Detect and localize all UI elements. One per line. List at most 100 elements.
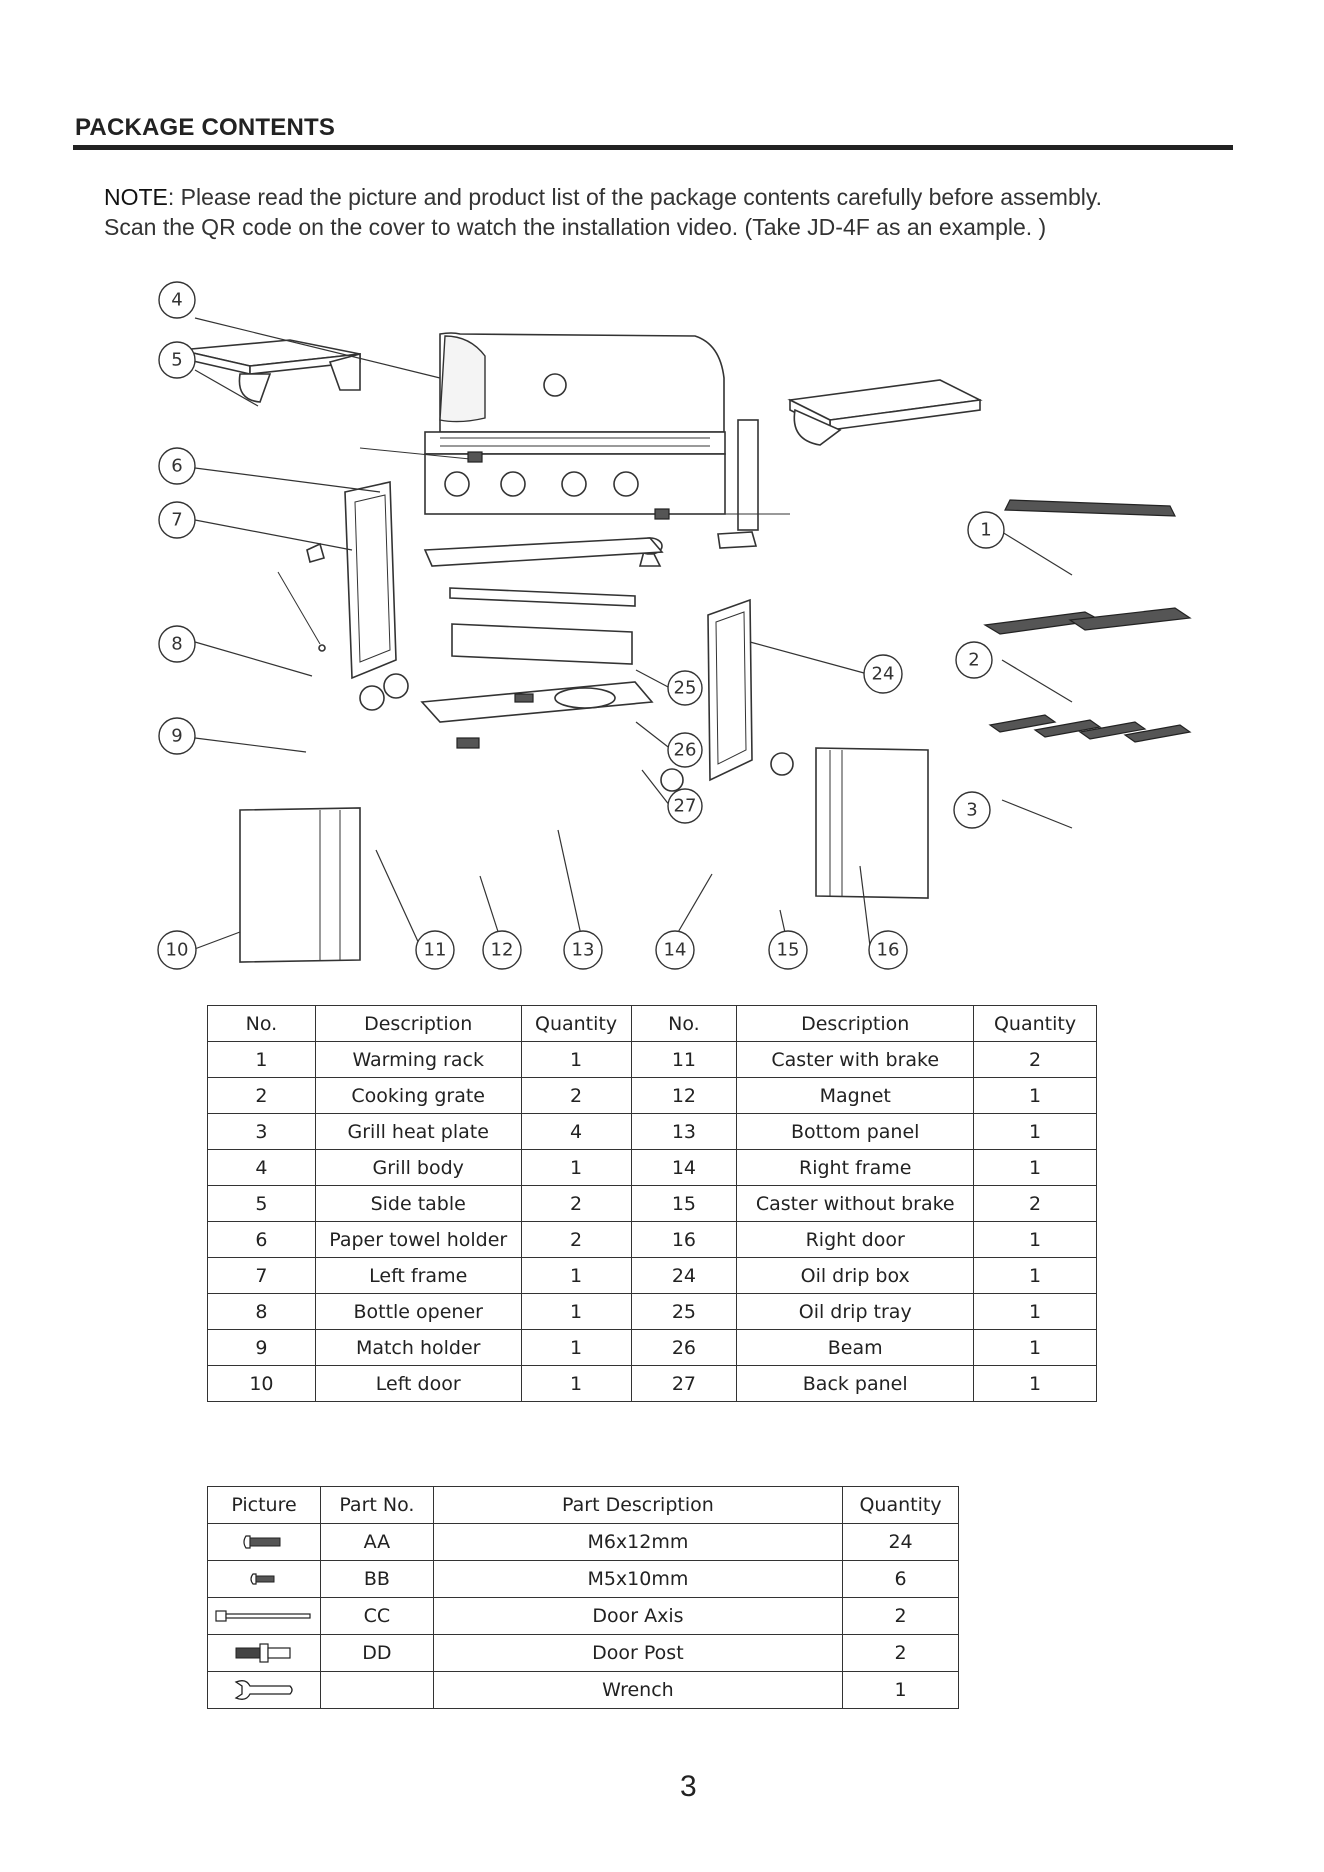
cell: 6 bbox=[842, 1560, 959, 1598]
page-heading: PACKAGE CONTENTS bbox=[75, 114, 336, 141]
cell: Warming rack bbox=[314, 1041, 522, 1078]
cell: Side table bbox=[314, 1185, 522, 1222]
cell: 1 bbox=[520, 1293, 632, 1330]
picture-cell bbox=[207, 1560, 321, 1598]
beam-drawing bbox=[449, 587, 636, 607]
cell: 2 bbox=[520, 1185, 632, 1222]
note-line-2: Scan the QR code on the cover to watch t… bbox=[104, 214, 1047, 240]
svg-text:5: 5 bbox=[171, 350, 182, 371]
callout-9: 9 bbox=[158, 717, 196, 755]
column-header: Quantity bbox=[973, 1005, 1097, 1042]
cell: 1 bbox=[973, 1221, 1097, 1258]
drip-tray-drawing bbox=[423, 537, 664, 567]
cell: Match holder bbox=[314, 1329, 522, 1366]
cell: 6 bbox=[207, 1221, 316, 1258]
svg-text:9: 9 bbox=[171, 726, 182, 747]
svg-text:7: 7 bbox=[171, 510, 182, 531]
door-post-icon bbox=[235, 1643, 291, 1663]
cell: M6x12mm bbox=[432, 1523, 844, 1561]
svg-text:15: 15 bbox=[777, 940, 800, 961]
note-line-1: NOTE: Please read the picture and produc… bbox=[104, 184, 1102, 211]
cell: 2 bbox=[842, 1597, 959, 1635]
note-text-1: : Please read the picture and product li… bbox=[167, 184, 1103, 210]
heat-plate-drawing bbox=[988, 714, 1192, 743]
cell: Door Post bbox=[432, 1634, 844, 1672]
cell: 4 bbox=[207, 1149, 316, 1186]
table-row: AA M6x12mm 24 bbox=[207, 1523, 959, 1561]
cell: 2 bbox=[520, 1077, 632, 1114]
door-axis-icon bbox=[215, 1610, 311, 1622]
towel-holder-drawing bbox=[359, 447, 790, 520]
callout-24: 24 bbox=[863, 654, 903, 694]
callout-group: 4 5 6 7 8 9 10 11 12 13 14 15 16 1 2 3 2… bbox=[157, 281, 1005, 970]
cell: 4 bbox=[520, 1113, 632, 1150]
callout-10: 10 bbox=[157, 930, 197, 970]
svg-text:12: 12 bbox=[491, 940, 514, 961]
exploded-parts-diagram: 4 5 6 7 8 9 10 11 12 13 14 15 16 1 2 3 2… bbox=[157, 281, 1192, 970]
picture-cell bbox=[207, 1597, 321, 1635]
column-header: Description bbox=[736, 1005, 975, 1042]
cell: 1 bbox=[973, 1365, 1097, 1402]
callout-13: 13 bbox=[563, 930, 603, 970]
svg-text:11: 11 bbox=[424, 940, 447, 961]
cell: 8 bbox=[207, 1293, 316, 1330]
svg-text:24: 24 bbox=[872, 664, 895, 685]
cell: 24 bbox=[630, 1257, 738, 1294]
cell: Oil drip tray bbox=[736, 1293, 975, 1330]
svg-text:14: 14 bbox=[664, 940, 687, 961]
column-header: Quantity bbox=[520, 1005, 632, 1042]
bolt-long-icon bbox=[243, 1535, 281, 1549]
cell: Beam bbox=[736, 1329, 975, 1366]
cell: 13 bbox=[630, 1113, 738, 1150]
table-row: BB M5x10mm 6 bbox=[207, 1560, 959, 1598]
match-holder-drawing bbox=[277, 571, 326, 652]
callout-4: 4 bbox=[158, 281, 196, 319]
cell: CC bbox=[319, 1597, 434, 1635]
cell: Oil drip box bbox=[736, 1257, 975, 1294]
cell: Grill body bbox=[314, 1149, 522, 1186]
cell: 1 bbox=[520, 1329, 632, 1366]
callout-16: 16 bbox=[868, 930, 908, 970]
callout-27: 27 bbox=[667, 788, 703, 824]
svg-text:25: 25 bbox=[674, 678, 697, 699]
callout-12: 12 bbox=[482, 930, 522, 970]
callout-3: 3 bbox=[953, 791, 991, 829]
svg-text:1: 1 bbox=[980, 520, 991, 541]
cell: AA bbox=[319, 1523, 434, 1561]
cell: Bottom panel bbox=[736, 1113, 975, 1150]
cell: 10 bbox=[207, 1365, 316, 1402]
cell: 3 bbox=[207, 1113, 316, 1150]
bottle-opener-drawing bbox=[306, 542, 325, 563]
cell: Left door bbox=[314, 1365, 522, 1402]
cell: 5 bbox=[207, 1185, 316, 1222]
svg-text:13: 13 bbox=[572, 940, 595, 961]
cell: 2 bbox=[520, 1221, 632, 1258]
cell: Cooking grate bbox=[314, 1077, 522, 1114]
warming-rack-drawing bbox=[1004, 499, 1176, 517]
callout-8: 8 bbox=[158, 625, 196, 663]
cell: 2 bbox=[973, 1185, 1097, 1222]
svg-text:26: 26 bbox=[674, 740, 697, 761]
left-frame-drawing bbox=[344, 481, 409, 711]
column-header: No. bbox=[207, 1005, 316, 1042]
cell: 2 bbox=[842, 1634, 959, 1672]
cell: Left frame bbox=[314, 1257, 522, 1294]
left-side-table-drawing bbox=[179, 339, 361, 403]
column-header: Description bbox=[314, 1005, 522, 1042]
column-header: Part No. bbox=[319, 1486, 434, 1524]
callout-6: 6 bbox=[158, 447, 196, 485]
cell: 1 bbox=[973, 1257, 1097, 1294]
page-number: 3 bbox=[680, 1770, 697, 1803]
hardware-table-header: Picture Part No. Part Description Quanti… bbox=[207, 1486, 959, 1524]
column-header: No. bbox=[630, 1005, 738, 1042]
cell: DD bbox=[319, 1634, 434, 1672]
table-row: CC Door Axis 2 bbox=[207, 1597, 959, 1635]
wrench-icon bbox=[234, 1680, 293, 1700]
magnet-drawing bbox=[456, 737, 480, 749]
